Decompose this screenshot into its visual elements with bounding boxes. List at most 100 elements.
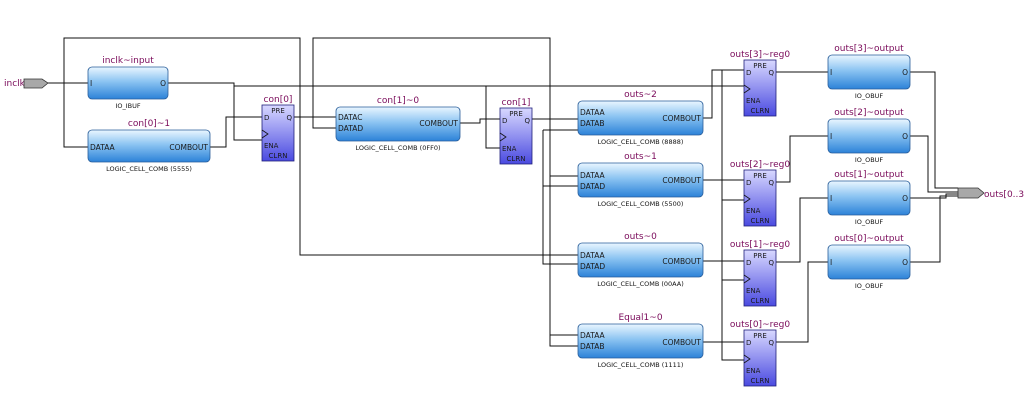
flipflop-port-ena: ENA xyxy=(746,97,761,105)
block-title: outs~2 xyxy=(624,90,657,100)
block-input-port: DATAA xyxy=(580,108,606,117)
block-input-port: DATAA xyxy=(580,331,606,340)
flipflop-port-clrn: CLRN xyxy=(751,217,770,225)
block-body xyxy=(577,242,704,278)
block-subtitle: LOGIC_CELL_COMB (8888) xyxy=(598,138,684,146)
flipflop-port-d: D xyxy=(746,339,751,347)
flipflop-body xyxy=(743,59,777,117)
flipflop-title: con[1] xyxy=(502,98,531,108)
block-input-port: I xyxy=(830,258,832,267)
flipflop-port-q: Q xyxy=(768,259,774,267)
flipflop-port-d: D xyxy=(746,69,751,77)
clock-triangle-icon xyxy=(743,84,751,94)
flipflop-port-clrn: CLRN xyxy=(751,107,770,115)
block-output-port: O xyxy=(902,258,908,267)
flipflop-port-d: D xyxy=(746,179,751,187)
block-body xyxy=(87,66,169,100)
output-pin-label: outs[0..3] xyxy=(984,190,1024,200)
block-input-port: DATAD xyxy=(338,124,363,133)
block-output-port: O xyxy=(902,194,908,203)
block-body xyxy=(577,162,704,198)
flipflop-title: con[0] xyxy=(264,95,293,105)
block-subtitle: LOGIC_CELL_COMB (0FF0) xyxy=(356,144,441,152)
flipflop-title: outs[1]~reg0 xyxy=(730,240,790,250)
input-pin-inclk[interactable]: inclk xyxy=(4,78,49,89)
flipflop-title: outs[3]~reg0 xyxy=(730,50,790,60)
block-input-port: DATAA xyxy=(580,251,606,260)
flipflop-port-ena: ENA xyxy=(502,145,517,153)
flipflop-body xyxy=(743,329,777,387)
block-input-port: I xyxy=(830,194,832,203)
block-input-port: I xyxy=(830,132,832,141)
flipflop-port-clrn: CLRN xyxy=(751,377,770,385)
block-title: outs[1]~output xyxy=(834,170,904,180)
block-body xyxy=(87,129,211,163)
block-subtitle: IO_OBUF xyxy=(855,218,884,226)
output-pin-arrow-icon xyxy=(957,187,985,199)
block-body xyxy=(335,106,461,142)
flipflop-port-q: Q xyxy=(768,339,774,347)
block-subtitle: LOGIC_CELL_COMB (5500) xyxy=(598,200,684,208)
input-pin-label: inclk xyxy=(4,79,26,89)
flipflop-port-q: Q xyxy=(524,117,530,125)
block-output-port: COMBOUT xyxy=(662,114,701,123)
flipflop-title: outs[0]~reg0 xyxy=(730,320,790,330)
block-subtitle: IO_OBUF xyxy=(855,92,884,100)
block-con1-0[interactable]: con[1]~0DATACDATADCOMBOUTLOGIC_CELL_COMB… xyxy=(335,96,461,152)
clock-triangle-icon xyxy=(499,132,507,142)
flipflop-body xyxy=(261,104,295,162)
block-subtitle: LOGIC_CELL_COMB (1111) xyxy=(598,361,684,369)
flipflop-body xyxy=(743,169,777,227)
block-input-port: DATAC xyxy=(338,113,362,122)
block-input-port: DATAD xyxy=(580,262,605,271)
flipflop-body xyxy=(499,107,533,165)
block-body xyxy=(577,100,704,136)
block-body xyxy=(827,244,911,280)
block-output-port: O xyxy=(902,68,908,77)
block-subtitle: IO_OBUF xyxy=(855,282,884,290)
block-body xyxy=(577,323,704,359)
block-title: outs~0 xyxy=(624,232,657,242)
block-input-port: I xyxy=(830,68,832,77)
output-pin-outs[interactable]: outs[0..3] xyxy=(957,187,1024,200)
block-output-port: COMBOUT xyxy=(662,257,701,266)
block-input-port: DATAB xyxy=(580,119,604,128)
flipflop-port-pre: PRE xyxy=(753,172,767,180)
block-subtitle: LOGIC_CELL_COMB (00AA) xyxy=(597,280,684,288)
clock-triangle-icon xyxy=(261,129,269,139)
flipflop-title: outs[2]~reg0 xyxy=(730,160,790,170)
input-pin-arrow-icon xyxy=(23,78,49,89)
block-input-port: DATAD xyxy=(580,182,605,191)
flipflop-body xyxy=(743,249,777,307)
block-subtitle: LOGIC_CELL_COMB (5555) xyxy=(106,165,192,173)
block-output-port: COMBOUT xyxy=(662,176,701,185)
flipflop-port-pre: PRE xyxy=(753,252,767,260)
block-input-port: DATAA xyxy=(90,143,116,152)
clock-triangle-icon xyxy=(743,194,751,204)
flipflop-port-pre: PRE xyxy=(271,107,285,115)
block-title: con[0]~1 xyxy=(128,119,170,129)
flipflop-port-pre: PRE xyxy=(753,332,767,340)
block-input-port: I xyxy=(90,79,92,88)
block-input-port: DATAB xyxy=(580,342,604,351)
flipflop-port-clrn: CLRN xyxy=(751,297,770,305)
block-title: con[1]~0 xyxy=(377,96,419,106)
